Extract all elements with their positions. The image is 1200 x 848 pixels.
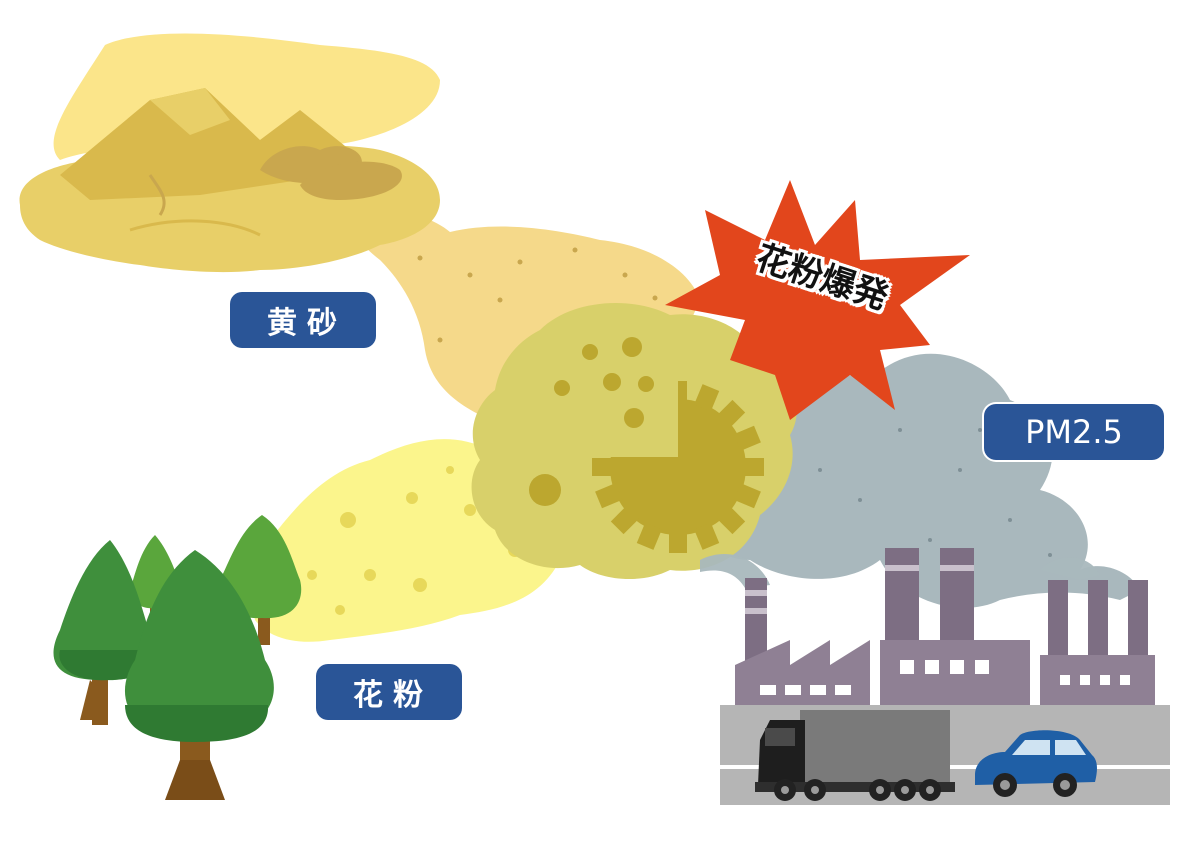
desert-icon bbox=[19, 33, 440, 273]
label-kosa: 黄砂 bbox=[230, 292, 376, 348]
mixed-pollution-cloud bbox=[471, 303, 797, 580]
truck-icon bbox=[755, 710, 955, 801]
explosion-burst-icon bbox=[665, 180, 970, 420]
car-icon bbox=[975, 730, 1097, 797]
small-pollen-particles bbox=[529, 337, 654, 506]
label-kafun: 花粉 bbox=[316, 664, 462, 720]
label-pm25: PM2.5 bbox=[984, 404, 1164, 460]
pollen-particle-icon bbox=[583, 377, 764, 553]
forest-icon bbox=[53, 515, 302, 800]
